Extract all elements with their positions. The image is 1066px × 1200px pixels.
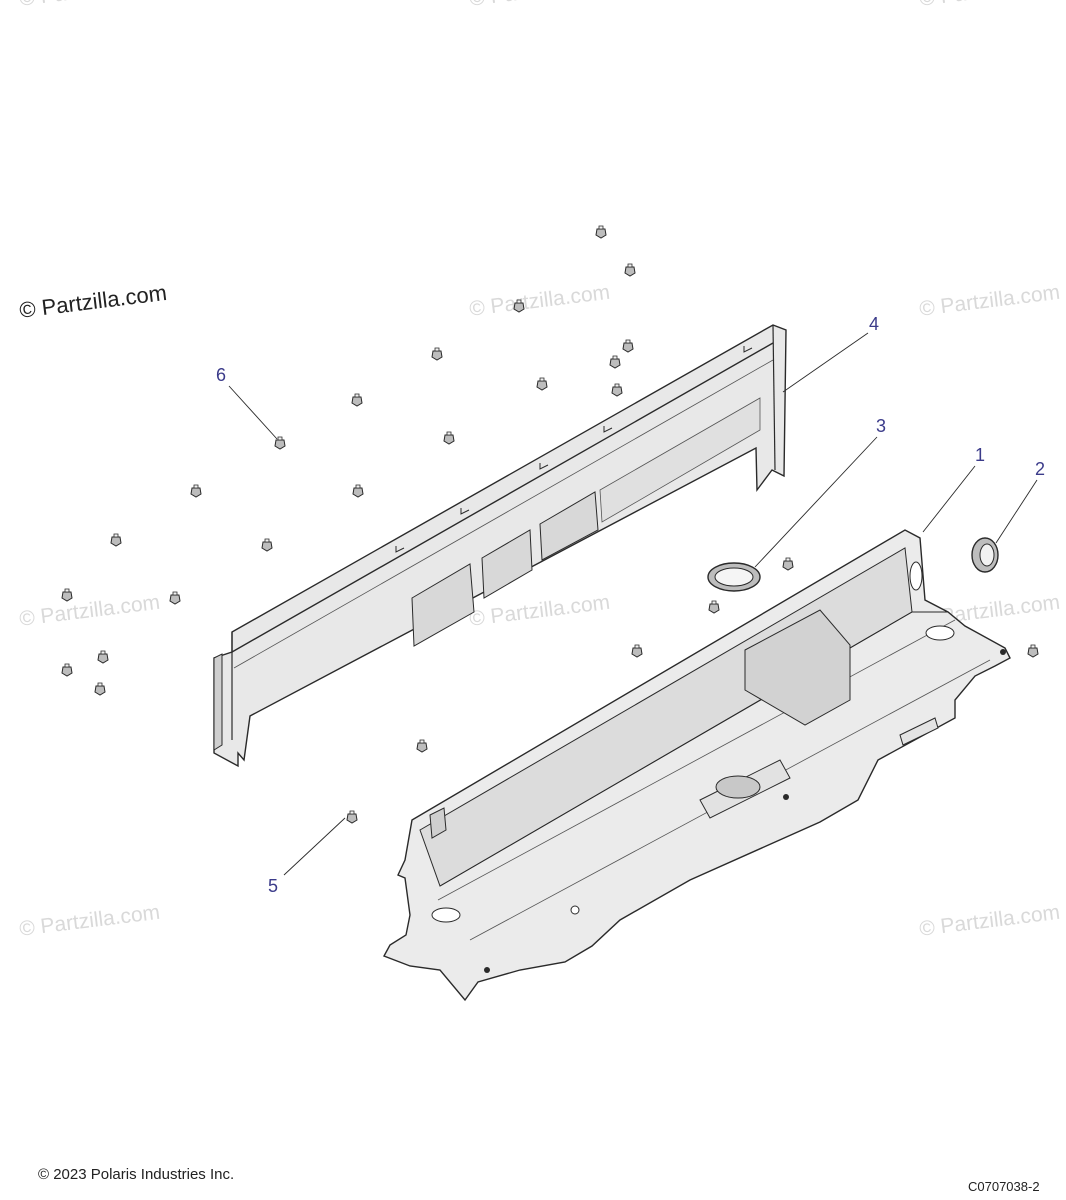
callout-2: 2 xyxy=(1035,459,1046,479)
callout-3: 3 xyxy=(876,416,887,436)
callout-1: 1 xyxy=(975,445,986,465)
leader-lines xyxy=(228,332,1038,876)
cargo-floor xyxy=(383,529,1011,1002)
callout-4: 4 xyxy=(869,314,880,334)
seal-ring-part xyxy=(707,562,761,592)
grommet-part xyxy=(971,537,999,573)
diagram-code: C0707038-2 xyxy=(968,1179,1040,1194)
callout-6: 6 xyxy=(216,365,227,385)
copyright-text: © 2023 Polaris Industries Inc. xyxy=(38,1166,235,1183)
callout-5: 5 xyxy=(268,876,279,896)
rear-panel xyxy=(213,324,787,768)
